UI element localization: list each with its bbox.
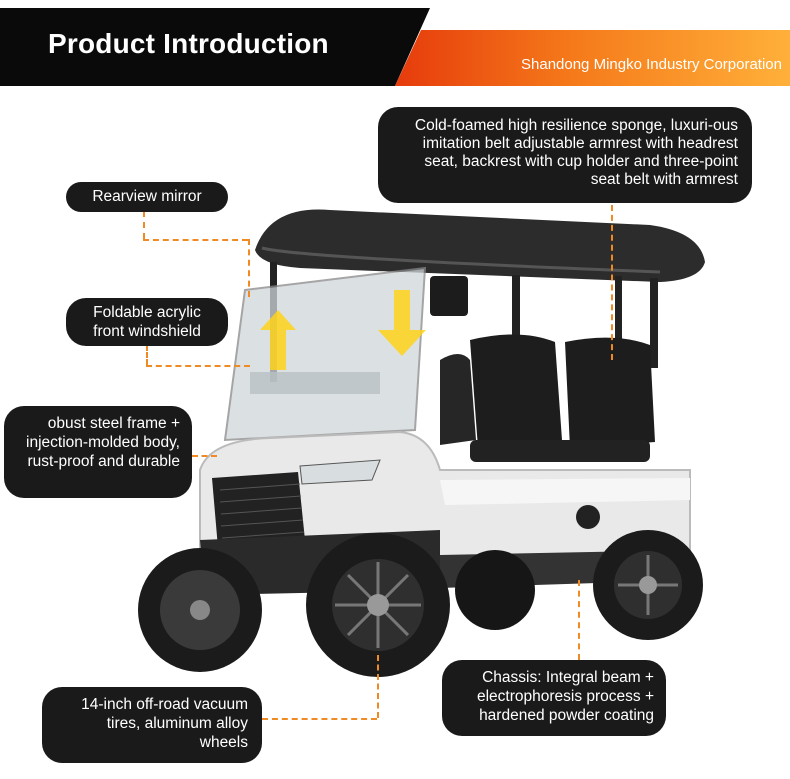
callout-chassis-text: Chassis: Integral beam + electrophoresis… [476,669,654,724]
callout-seat: Cold-foamed high resilience sponge, luxu… [378,107,752,203]
leader-mirror [143,211,145,239]
callout-seat-text: Cold-foamed high resilience sponge, luxu… [414,117,738,188]
leader-frame [192,455,217,457]
leader-tires [262,718,377,720]
leader-mirror-h [143,239,248,241]
callout-frame: obust steel frame + injection-molded bod… [4,406,192,498]
callout-frame-text: obust steel frame + injection-molded bod… [26,415,180,470]
leader-mirror-v2 [248,239,250,297]
leader-windshield [146,345,148,365]
header-accent-stripe [395,30,790,86]
company-name: Shandong Mingko Industry Corporation [521,56,782,73]
leader-seat [611,205,613,360]
leader-windshield-h [146,365,250,367]
callout-mirror-text: Rearview mirror [92,188,202,205]
callout-chassis: Chassis: Integral beam + electrophoresis… [442,660,666,736]
page-title: Product Introduction [48,28,329,59]
callout-windshield: Foldable acrylic front windshield [66,298,228,346]
callout-tires: 14-inch off-road vacuum tires, aluminum … [42,687,262,763]
callout-windshield-text: Foldable acrylic front windshield [93,304,201,340]
header-banner [0,8,430,86]
leader-tires-v [377,655,379,718]
leader-chassis [578,580,580,660]
callout-mirror: Rearview mirror [66,182,228,212]
callout-tires-text: 14-inch off-road vacuum tires, aluminum … [81,696,248,751]
